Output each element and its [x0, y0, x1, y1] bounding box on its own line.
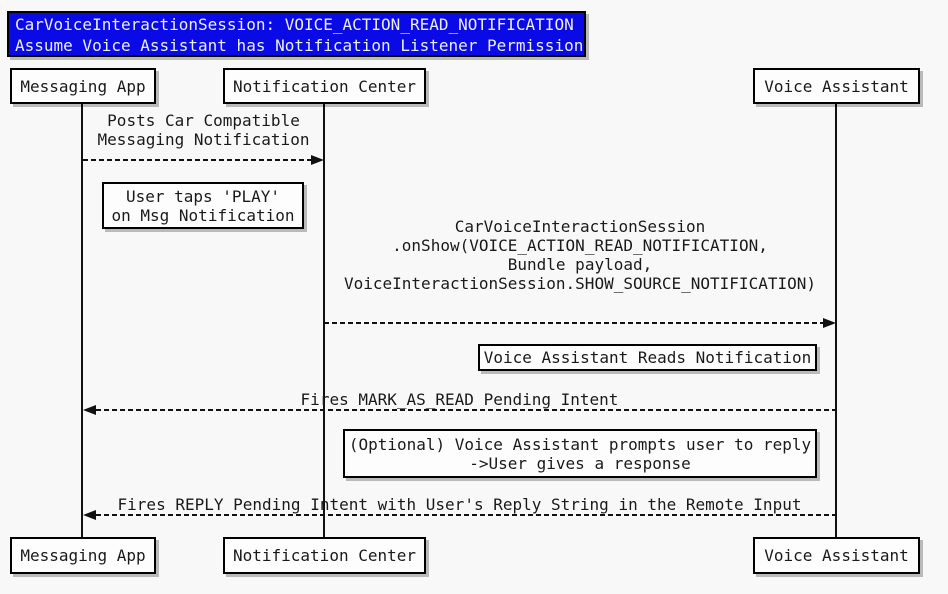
message-4-line-1: Fires REPLY Pending Intent with User's R… [117, 495, 802, 514]
message-1-arrowhead-icon [311, 155, 324, 165]
participant-label: Voice Assistant [764, 546, 909, 565]
message-2-arrowhead-icon [823, 318, 836, 328]
message-3-arrow-line [96, 409, 836, 411]
participant-label: Messaging App [20, 546, 146, 565]
message-2-line-1: CarVoiceInteractionSession [454, 217, 706, 236]
diagram-title: CarVoiceInteractionSession: VOICE_ACTION… [7, 11, 586, 57]
note-line: ->User gives a response [469, 453, 691, 473]
lifeline-messaging-app [81, 104, 83, 537]
title-line-2: Assume Voice Assistant has Notification … [15, 36, 584, 55]
participant-label: Messaging App [20, 76, 146, 96]
note-line: on Msg Notification [111, 205, 295, 225]
note-line: User taps 'PLAY' [125, 186, 281, 206]
note-optional-reply-prompt: (Optional) Voice Assistant prompts user … [343, 429, 817, 478]
participant-bottom-notification-center: Notification Center [223, 537, 426, 574]
note-user-taps-play: User taps 'PLAY' on Msg Notification [102, 182, 304, 229]
participant-top-voice-assistant: Voice Assistant [753, 68, 920, 104]
note-voice-assistant-reads: Voice Assistant Reads Notification [478, 344, 817, 371]
note-line: Voice Assistant Reads Notification [483, 348, 812, 367]
message-1-arrow-line [83, 159, 311, 161]
participant-bottom-messaging-app: Messaging App [10, 537, 156, 574]
participant-label: Notification Center [232, 76, 417, 96]
message-2-arrow-line [324, 322, 823, 324]
message-1-label: Posts Car Compatible Messaging Notificat… [83, 111, 324, 149]
message-1-line-1: Posts Car Compatible [107, 111, 300, 130]
note-line: (Optional) Voice Assistant prompts user … [348, 434, 812, 454]
lifeline-voice-assistant [835, 104, 837, 537]
participant-top-messaging-app: Messaging App [10, 68, 156, 104]
title-line-1: CarVoiceInteractionSession: VOICE_ACTION… [15, 15, 574, 34]
lifeline-notification-center [323, 104, 325, 537]
participant-bottom-voice-assistant: Voice Assistant [753, 537, 920, 574]
message-2-line-2: .onShow(VOICE_ACTION_READ_NOTIFICATION, [392, 236, 768, 255]
message-3-line-1: Fires MARK_AS_READ Pending Intent [300, 390, 619, 409]
participant-top-notification-center: Notification Center [223, 68, 426, 104]
message-1-line-2: Messaging Notification [97, 130, 310, 149]
message-3-arrowhead-icon [83, 405, 96, 415]
message-4-arrow-line [96, 514, 836, 516]
message-3-label: Fires MARK_AS_READ Pending Intent [83, 390, 836, 409]
participant-label: Notification Center [232, 546, 417, 565]
message-4-label: Fires REPLY Pending Intent with User's R… [83, 495, 836, 514]
participant-label: Voice Assistant [764, 76, 909, 96]
message-2-label: CarVoiceInteractionSession .onShow(VOICE… [324, 217, 836, 293]
message-2-line-3: Bundle payload, [507, 255, 653, 274]
message-4-arrowhead-icon [83, 510, 96, 520]
message-2-line-4: VoiceInteractionSession.SHOW_SOURCE_NOTI… [343, 274, 816, 293]
